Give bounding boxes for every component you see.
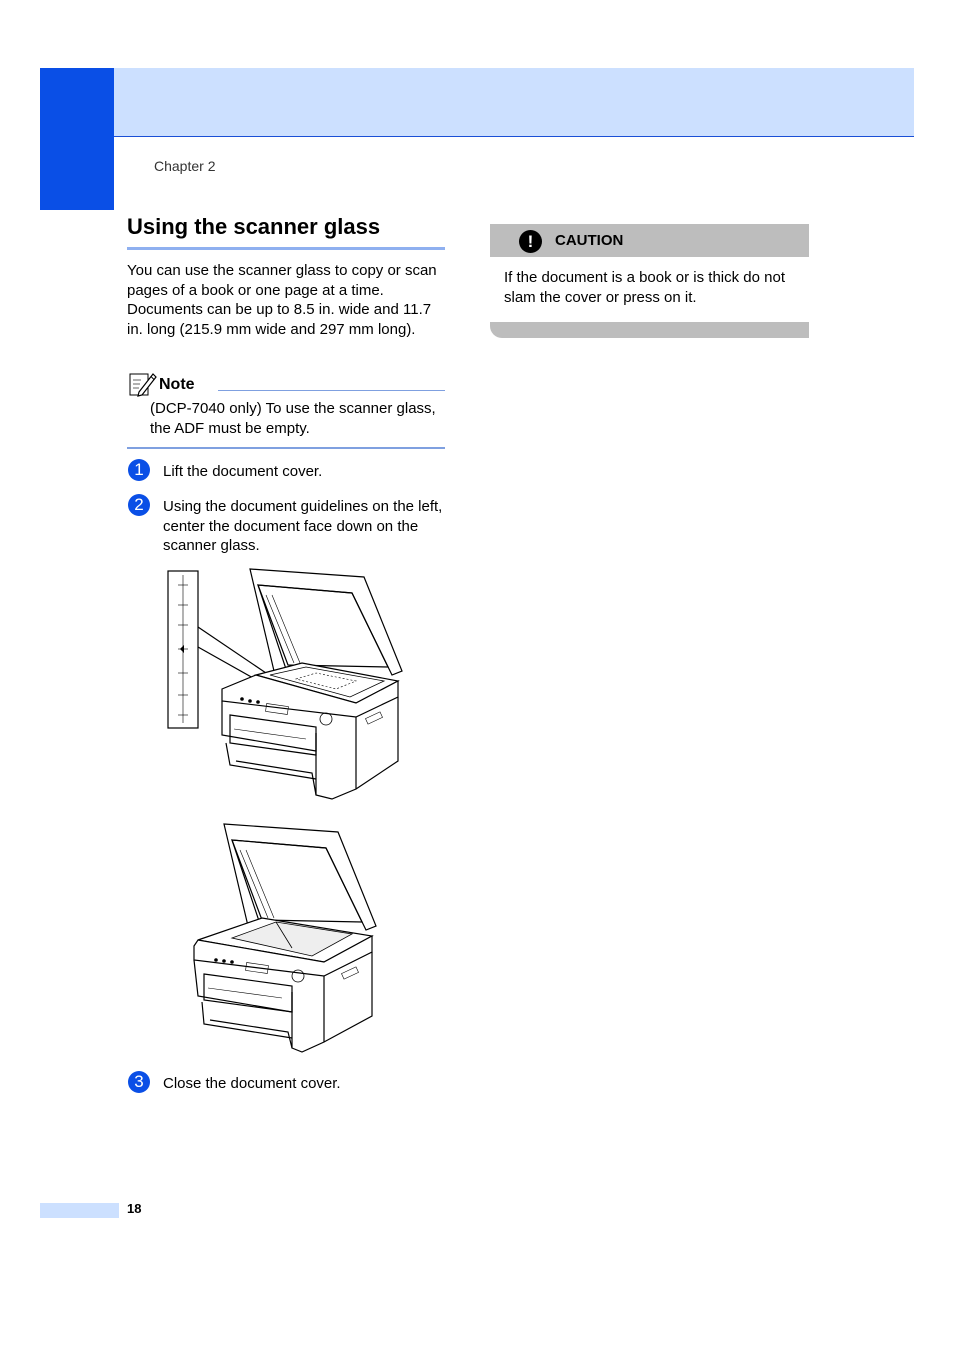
footer-bar: [40, 1203, 119, 1218]
scanner-guidelines-illustration: [167, 568, 403, 800]
step-text-2: Using the document guidelines on the lef…: [163, 498, 443, 554]
note-pencil-icon: [129, 373, 157, 397]
step-number-2: 2: [128, 494, 150, 516]
section-title: Using the scanner glass: [127, 214, 381, 239]
note-text: (DCP-7040 only) To use the scanner glass…: [150, 400, 436, 437]
caution-footer: [490, 322, 809, 338]
caution-title: CAUTION: [555, 232, 624, 249]
caution-text: If the document is a book or is thick do…: [504, 269, 785, 306]
note-rule-top: [218, 390, 445, 391]
note-title: Note: [159, 376, 195, 393]
title-underline: [127, 247, 445, 250]
chapter-side-tab: [40, 68, 114, 210]
step-text-1: Lift the document cover.: [163, 463, 323, 480]
intro-paragraph: You can use the scanner glass to copy or…: [127, 262, 437, 338]
caution-header: ! CAUTION: [490, 224, 809, 257]
caution-box: ! CAUTION If the document is a book or i…: [490, 224, 809, 338]
page-number: 18: [127, 1201, 142, 1216]
step-number-3: 3: [128, 1071, 150, 1093]
step-number-1: 1: [128, 459, 150, 481]
document-on-glass-illustration: [193, 823, 377, 1053]
note-rule-bottom: [127, 447, 445, 449]
exclamation-icon: !: [519, 230, 542, 253]
step-text-3: Close the document cover.: [163, 1075, 341, 1092]
chapter-label: Chapter 2: [154, 158, 216, 174]
header-band: [40, 68, 914, 137]
